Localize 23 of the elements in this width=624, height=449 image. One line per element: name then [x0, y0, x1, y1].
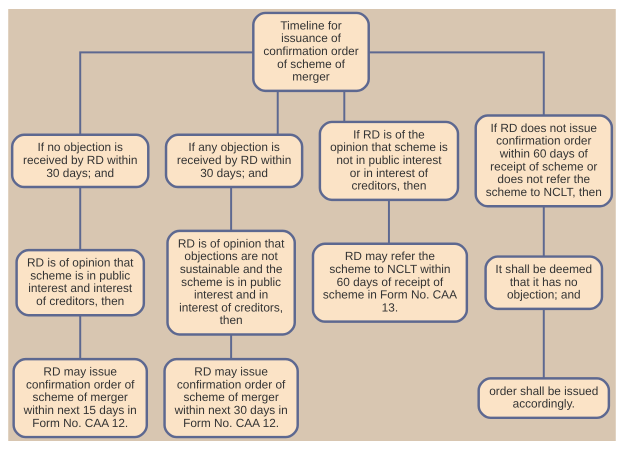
node-box: It shall be deemed that it has no objection; and	[484, 254, 604, 310]
node-box: If RD does not issue confirmation order within 60 days of receipt of scheme or does not refer the scheme to NCLT, then	[474, 114, 614, 207]
connector	[276, 90, 279, 134]
node-box: If no objection is received by RD within 30 days; and	[10, 133, 150, 188]
node-box: Timeline for issuance of confirmation order of scheme of merger	[252, 11, 370, 92]
node-box: RD may issue confirmation order of scheme of merger within next 30 days in Form No. CAA 12.	[163, 357, 299, 438]
node-box: order shall be issued accordingly.	[477, 376, 610, 419]
connector	[79, 50, 254, 134]
node-box: If RD is of the opinion that scheme is not in public interest or in interest of creditors, then	[318, 120, 460, 201]
node-box: RD may issue confirmation order of scheme of merger within next 15 days in Form No. CAA 12.	[12, 357, 148, 438]
node-box: RD is of opinion that objections are not sustainable and the scheme is in public interest and in interest of creditors, then	[166, 229, 296, 336]
connector	[230, 186, 232, 230]
node-box: RD may refer the scheme to NCLT within 60 days of receipt of scheme in Form No. CAA 13.	[312, 242, 468, 322]
connector	[542, 206, 545, 256]
node-box: RD is of opinion that scheme is in public interest and interest of creditors, then	[15, 248, 146, 316]
connector	[388, 200, 390, 244]
connector	[79, 186, 82, 250]
connector	[79, 314, 82, 359]
connector	[368, 50, 545, 115]
connector	[230, 334, 232, 358]
node-box: If any objection is received by RD within 30 days; and	[164, 133, 304, 188]
connector	[542, 308, 545, 378]
connector	[343, 90, 346, 122]
